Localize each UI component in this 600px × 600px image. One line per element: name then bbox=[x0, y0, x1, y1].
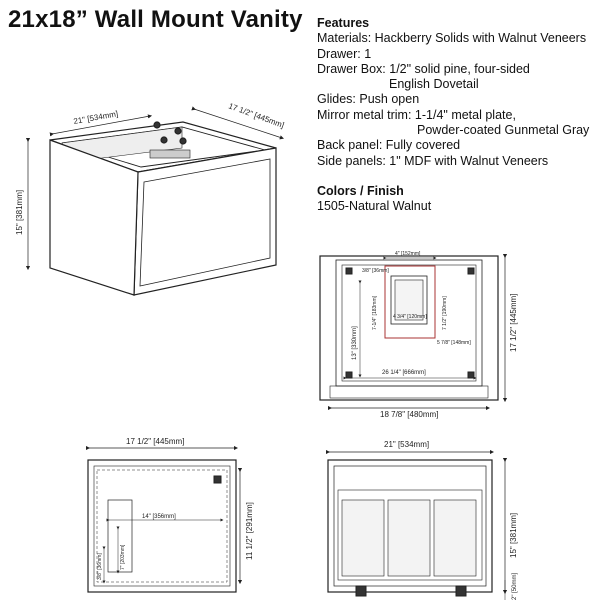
side-view bbox=[85, 445, 243, 593]
iso-width-label: 21" [534mm] bbox=[73, 109, 119, 126]
front-width-label: 21" [534mm] bbox=[384, 440, 429, 449]
side-small-height-label: 3/8" [36mm] bbox=[97, 553, 103, 580]
inner-depth-label: 13" [330mm] bbox=[352, 326, 358, 360]
side-drawer-height-label: 7" [203mm] bbox=[120, 544, 126, 570]
iso-depth-label: 17 1/2" [445mm] bbox=[227, 101, 285, 129]
iso-height-label: 15" [381mm] bbox=[15, 190, 24, 235]
top-width-label: 18 7/8" [480mm] bbox=[380, 410, 438, 419]
notch-inner-label: 4 3/4" [120mm] bbox=[393, 314, 427, 320]
front-view bbox=[325, 449, 508, 600]
side-height-label: 11 1/2" [291mm] bbox=[245, 502, 254, 560]
drawer-line: Drawer: 1 bbox=[317, 46, 372, 61]
features-panel: Features Materials: Hackberry Solids wit… bbox=[317, 16, 597, 215]
colors-heading: Colors / Finish bbox=[317, 183, 404, 198]
front-height-label: 15" [381mm] bbox=[509, 513, 518, 558]
notch-width-label: 4" [152mm] bbox=[395, 251, 421, 257]
materials-line: Materials: Hackberry Solids with Walnut … bbox=[317, 31, 587, 46]
side-panels-line: Side panels: 1" MDF with Walnut Veneers bbox=[317, 153, 549, 168]
features-heading: Features bbox=[317, 16, 370, 30]
inner-width-label: 26 1/4" [666mm] bbox=[382, 370, 426, 376]
top-view bbox=[319, 253, 508, 411]
isometric-view bbox=[25, 106, 284, 296]
side-inner-width-label: 14" [356mm] bbox=[142, 514, 176, 520]
glides-line: Glides: Push open bbox=[317, 92, 420, 107]
notch-depth-label: 7-1/4" [183mm] bbox=[372, 295, 378, 330]
notch-offset-label: 3/8" [36mm] bbox=[362, 268, 389, 274]
top-depth-label: 17 1/2" [445mm] bbox=[509, 294, 518, 352]
notch-side-label: 7 1/2" [190mm] bbox=[442, 296, 448, 330]
side-depth-label: 17 1/2" [445mm] bbox=[126, 437, 184, 446]
back-panel-line: Back panel: Fully covered bbox=[317, 138, 461, 153]
mirror-trim-line: Mirror metal trim: 1-1/4" metal plate, bbox=[317, 107, 516, 122]
page-title: 21x18” Wall Mount Vanity bbox=[8, 6, 303, 33]
finish-line: 1505-Natural Walnut bbox=[317, 199, 432, 214]
drawer-box-line: Drawer Box: 1/2" solid pine, four-sided bbox=[317, 61, 530, 76]
notch-small-label: 5 7/8" [148mm] bbox=[437, 340, 471, 346]
front-bottom-label: 2" [50mm] bbox=[512, 573, 518, 600]
drawer-box-line-2: English Dovetail bbox=[389, 77, 479, 92]
mirror-trim-line-2: Powder-coated Gunmetal Gray bbox=[417, 123, 590, 138]
